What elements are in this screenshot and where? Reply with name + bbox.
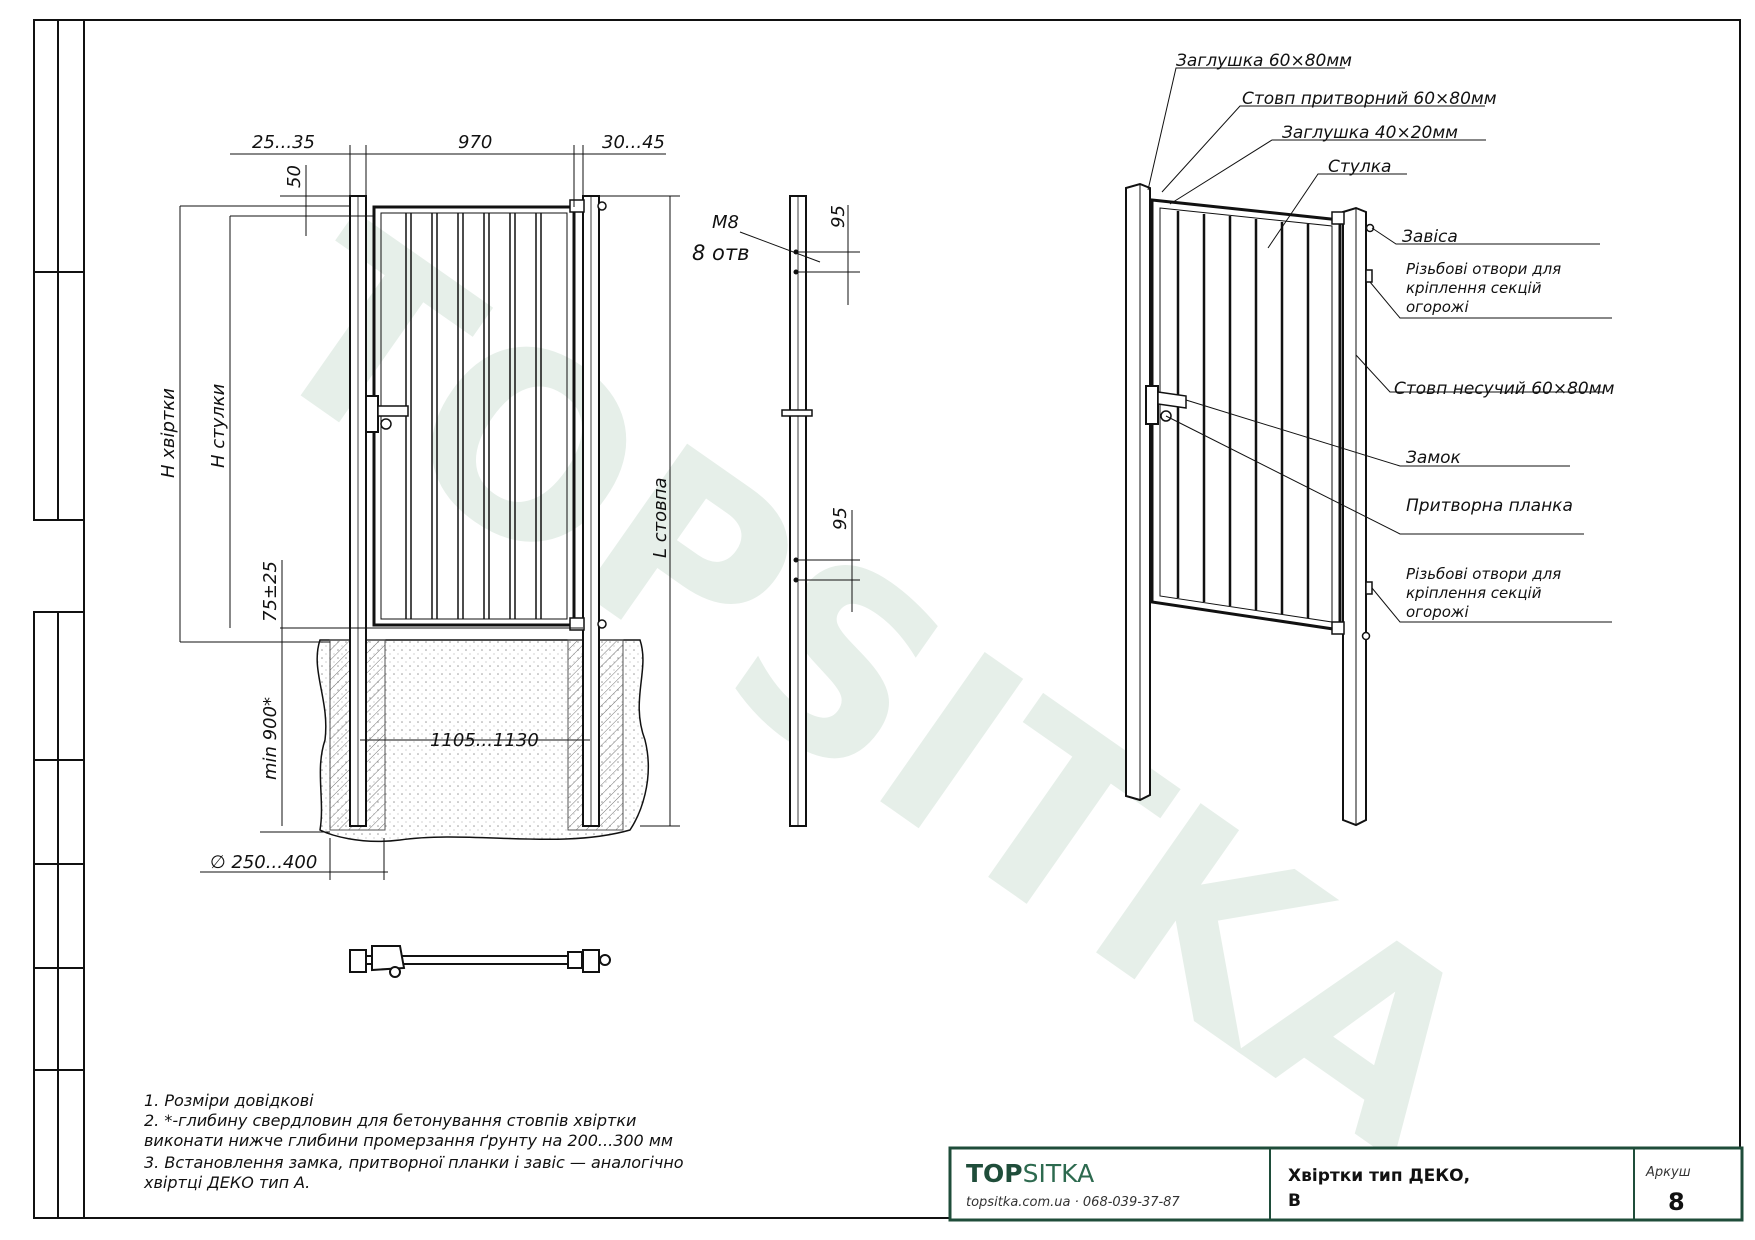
callout-bearing-post: Стовп несучий 60×80мм [1394, 379, 1615, 399]
callout-threaded-holes-bottom-2: кріплення секцій [1406, 584, 1542, 602]
lock [365, 395, 379, 433]
front-dimensions [179, 145, 680, 880]
callout-cap-60x80: Заглушка 60×80мм [1176, 51, 1352, 71]
notes: 1. Розміри довідкові 2. *-глибину свердл… [143, 1091, 684, 1192]
iso-lock [1145, 385, 1159, 425]
callout-leaf: Стулка [1328, 157, 1391, 177]
callout-threaded-holes-top-1: Різьбові отвори для [1406, 260, 1561, 278]
brand-sitka: SITKA [1023, 1159, 1095, 1188]
dim-h-leaf: H стулки [208, 383, 229, 468]
dim-diameter: ∅ 250...400 [210, 852, 317, 873]
title-block: TOPSITKA topsitka.com.ua · 068-039-37-87… [948, 1146, 1744, 1222]
callout-strike-plate: Притворна планка [1406, 496, 1573, 516]
iso-gate-leaf [1150, 198, 1342, 632]
front-view: 25...35 970 30...45 50 H хвіртки H стулк… [158, 132, 680, 978]
dim-l-post: L стовпа [650, 477, 671, 558]
plan-view [349, 945, 611, 978]
callout-threaded-holes-bottom-3: огорожі [1406, 603, 1469, 621]
hole-count: 8 отв [692, 241, 750, 265]
iso-bars [1176, 211, 1310, 618]
note-line-4: 3. Встановлення замка, притворної планки… [144, 1153, 684, 1172]
gate-bars [405, 213, 542, 619]
dim-leaf-width: 970 [458, 132, 492, 153]
callout-hinge: Завіса [1402, 227, 1458, 247]
iso-callouts: Заглушка 60×80мм Стовп притворний 60×80м… [1176, 51, 1615, 621]
hole-spacing-top: 95 [828, 205, 849, 228]
note-line-3: виконати нижче глибини промерзання ґрунт… [144, 1131, 673, 1150]
note-line-1: 1. Розміри довідкові [144, 1091, 314, 1110]
dim-right-gap: 30...45 [602, 132, 665, 153]
drawing-title-line-2: В [1288, 1191, 1301, 1211]
sheet-number: 8 [1668, 1188, 1685, 1216]
ground-section [316, 639, 649, 843]
iso-view [1125, 67, 1612, 827]
callout-cap-40x20: Заглушка 40×20мм [1282, 123, 1458, 143]
brand-contact: topsitka.com.ua · 068-039-37-87 [966, 1195, 1180, 1210]
callout-latch-post: Стовп притворний 60×80мм [1242, 89, 1497, 109]
dim-post-spacing: 1105...1130 [430, 730, 539, 751]
bolt-size: M8 [712, 212, 739, 233]
hole-spacing-bottom: 95 [830, 507, 851, 530]
post-detail: M8 8 отв 95 95 [692, 195, 860, 827]
dim-bottom-gap: 75±25 [260, 561, 281, 622]
sheet-frame [33, 19, 1741, 1219]
note-line-5: хвіртці ДЕКО тип А. [143, 1173, 310, 1192]
dim-left-gap: 25...35 [252, 132, 315, 153]
dim-top-offset: 50 [284, 165, 305, 188]
callout-threaded-holes-bottom-1: Різьбові отвори для [1406, 565, 1561, 583]
brand-top: TOP [966, 1159, 1023, 1188]
callout-threaded-holes-top-2: кріплення секцій [1406, 279, 1542, 297]
iso-post-left [1125, 182, 1151, 802]
note-line-2: 2. *-глибину свердловин для бетонування … [144, 1111, 636, 1130]
dim-depth: min 900* [260, 697, 281, 780]
sheet-label: Аркуш [1645, 1165, 1691, 1180]
hinges [569, 199, 607, 631]
callout-lock: Замок [1406, 448, 1462, 468]
brand-logo: TOPSITKA [966, 1159, 1094, 1188]
dim-h-gate: H хвіртки [158, 388, 179, 478]
callout-threaded-holes-top-3: огорожі [1406, 298, 1469, 316]
iso-leaders [1147, 67, 1612, 623]
iso-post-right [1342, 206, 1367, 827]
drawing-title-line-1: Хвіртки тип ДЕКО, [1288, 1166, 1470, 1186]
